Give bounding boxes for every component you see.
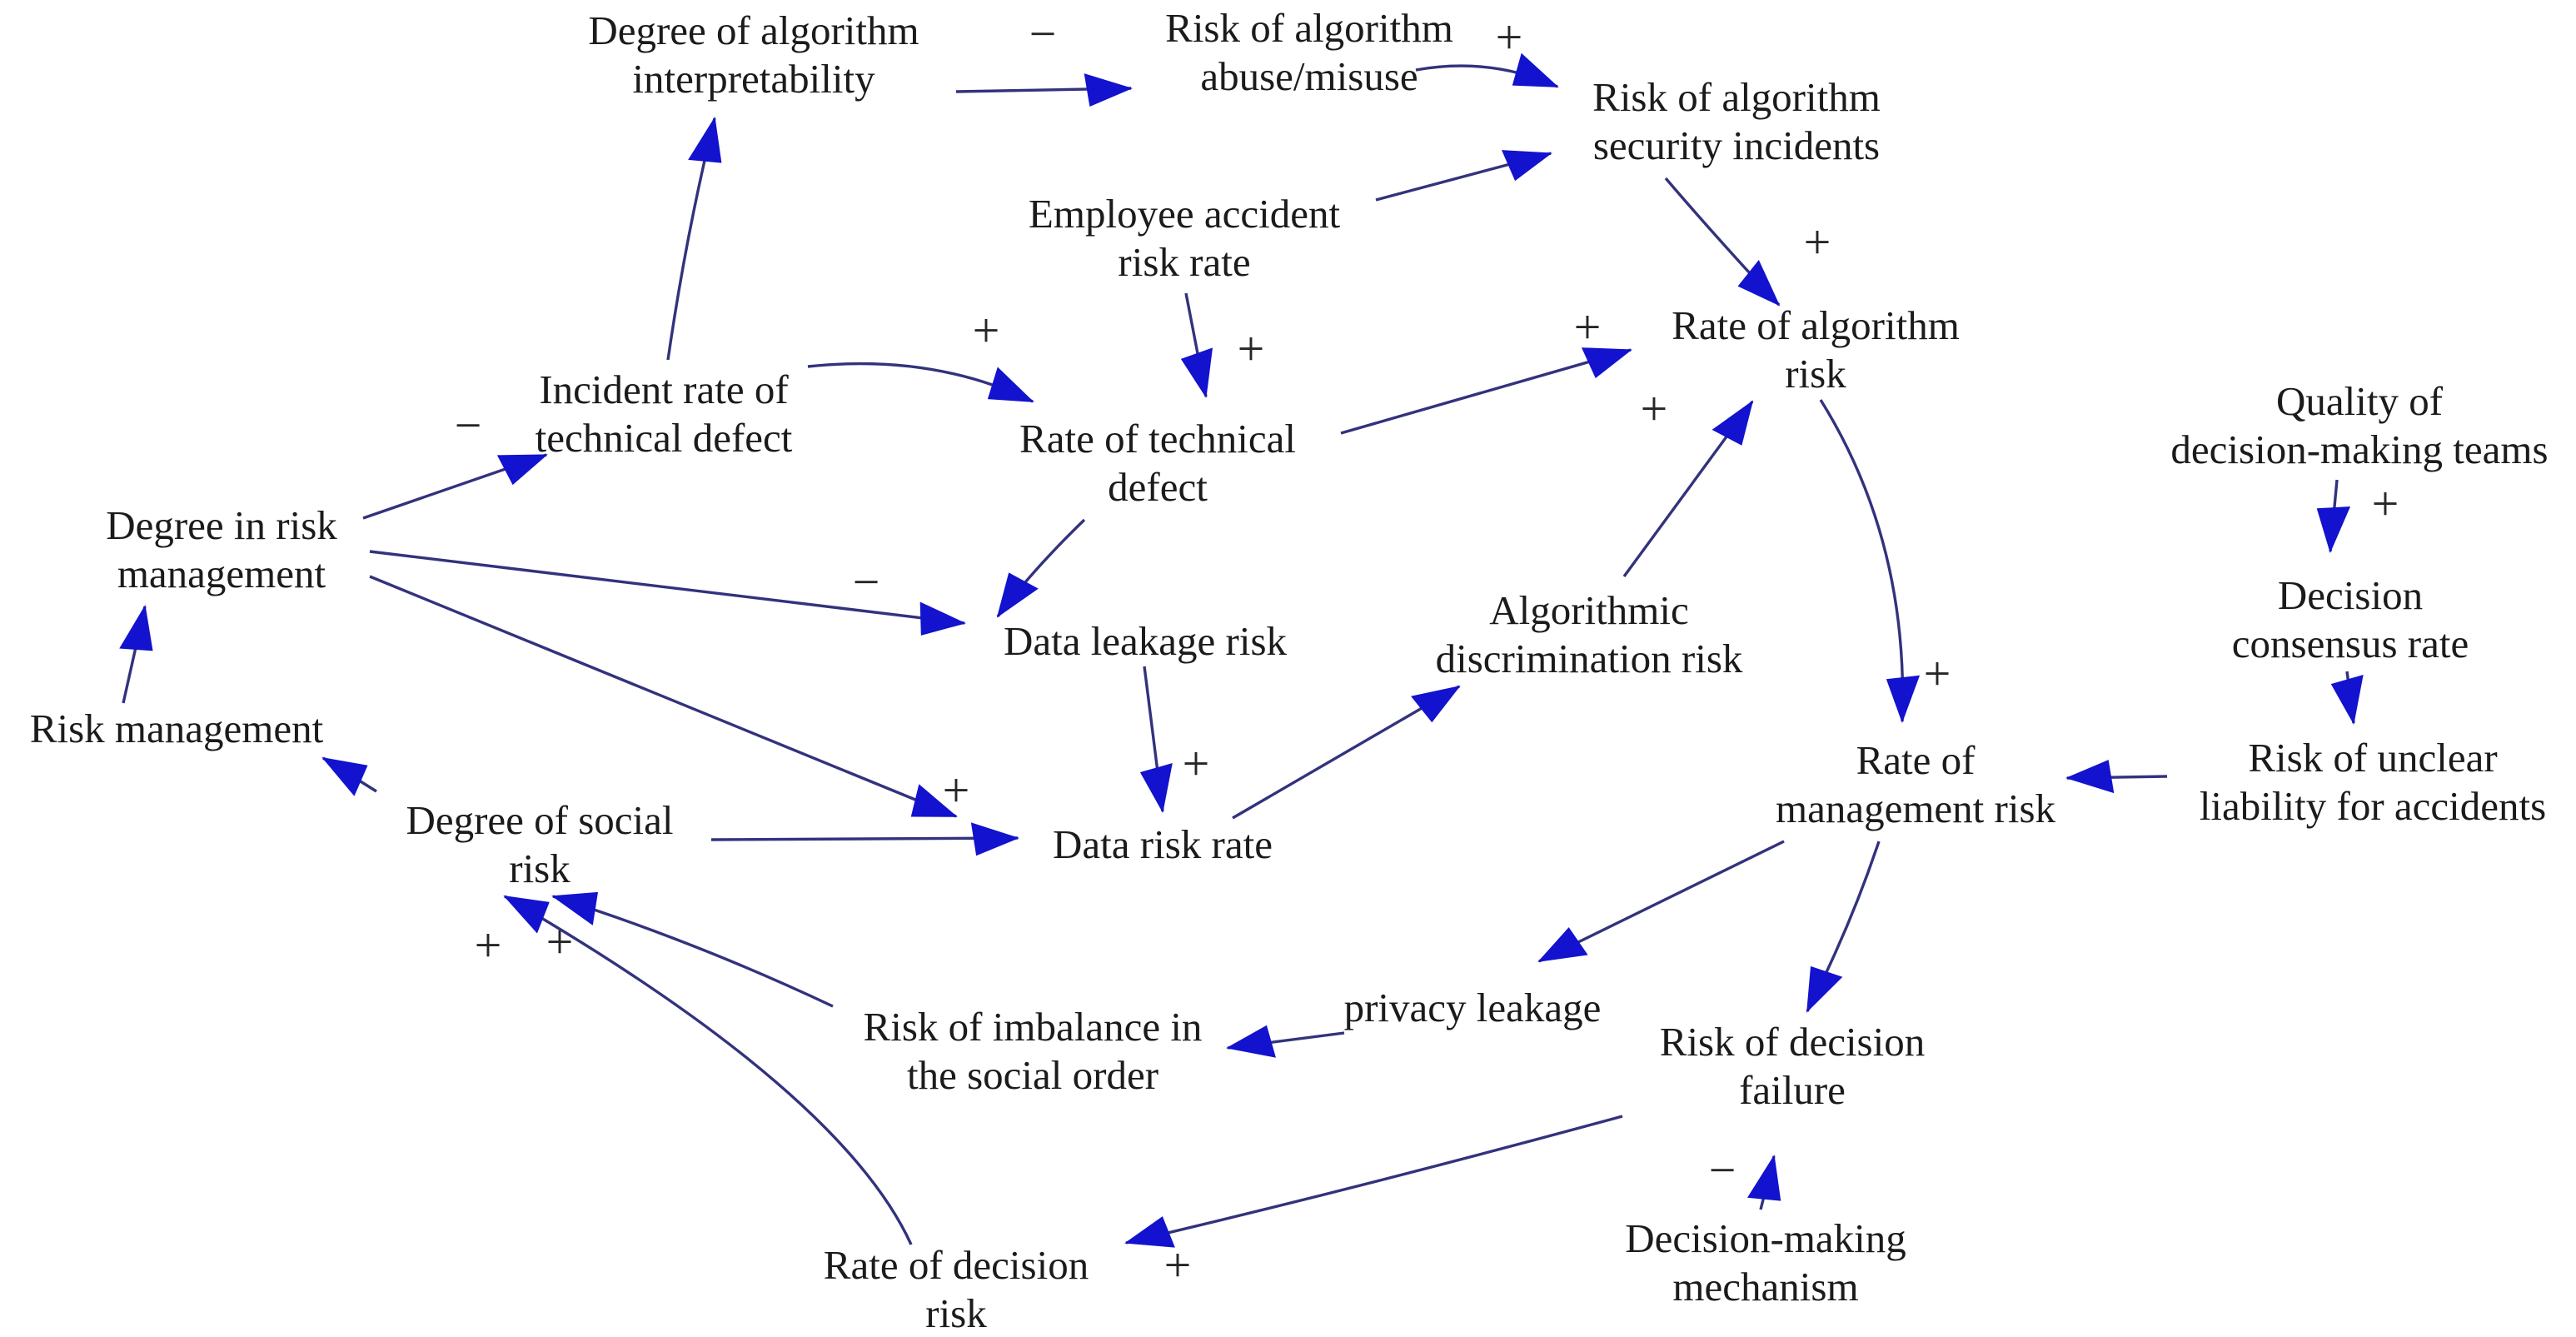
node-risk_mgmt: Risk management <box>29 706 324 751</box>
polarity-sign-decision_fail-to-rate_decision: + <box>1164 1238 1192 1292</box>
node-mechanism: Decision-making mechanism <box>1625 1215 1906 1310</box>
node-data_risk: Data risk rate <box>1053 821 1273 867</box>
node-abuse: Risk of algorithm abuse/misuse <box>1165 5 1453 99</box>
polarity-sign-abuse-to-security: + <box>1496 10 1523 64</box>
edge-rate_tech-to-data_leakage <box>996 518 1086 618</box>
edge-employee-to-rate_tech <box>1180 292 1213 398</box>
edge-privacy-to-imbalance <box>1226 1025 1345 1058</box>
node-rate_decision: Rate of decision risk <box>823 1242 1089 1336</box>
edge-abuse-to-security <box>1415 52 1559 88</box>
node-consensus: Decision consensus rate <box>2231 572 2469 666</box>
polarity-sign-incident-to-rate_tech: + <box>973 303 1000 357</box>
edge-data_leakage-to-data_risk <box>1139 666 1173 813</box>
polarity-sign-mechanism-to-decision_fail: − <box>1709 1143 1736 1197</box>
node-imbalance: Risk of imbalance in the social order <box>863 1004 1203 1098</box>
edge-risk_mgmt-to-degree_mgmt <box>119 605 153 704</box>
edge-imbalance-to-social <box>551 891 834 1008</box>
node-liability: Risk of unclear liability for accidents <box>2199 735 2547 829</box>
polarity-sign-algo_discrim-to-rate_algo: + <box>1641 382 1668 436</box>
polarity-sign-data_leakage-to-data_risk: + <box>1183 736 1210 791</box>
edge-employee-to-security <box>1375 150 1552 202</box>
polarity-sign-imbalance-to-social: + <box>546 915 574 969</box>
node-security: Risk of algorithm security incidents <box>1592 74 1881 168</box>
node-quality: Quality of decision-making teams <box>2170 378 2549 472</box>
edge-liability-to-rate_mgmt <box>2065 760 2168 794</box>
edge-incident-to-rate_tech <box>807 362 1034 403</box>
node-algo_discrim: Algorithmic discrimination risk <box>1435 587 1743 681</box>
node-decision_fail: Risk of decision failure <box>1659 1019 1926 1113</box>
node-incident: Incident rate of technical defect <box>535 367 793 461</box>
edge-rate_decision-to-social <box>503 895 913 1245</box>
node-social: Degree of social risk <box>406 797 674 891</box>
edge-rate_algo-to-rate_mgmt <box>1819 399 1921 723</box>
edge-decision_fail-to-rate_decision <box>1124 1115 1623 1248</box>
edge-degree_mgmt-to-incident <box>362 453 548 520</box>
edge-social-to-data_risk <box>710 822 1019 856</box>
polarity-signs-group: − + + + + + − − + + + + + + − + + <box>455 7 2399 1292</box>
polarity-sign-rate_decision-to-social: + <box>475 918 502 972</box>
edge-interpretability-to-abuse <box>955 73 1133 107</box>
edge-rate_mgmt-to-privacy <box>1537 840 1785 963</box>
polarity-sign-interpretability-to-abuse: − <box>1029 7 1057 61</box>
edge-security-to-rate_algo <box>1664 177 1781 307</box>
edge-degree_mgmt-to-data_leakage <box>369 550 966 636</box>
edge-consensus-to-liability <box>2330 671 2364 725</box>
edge-data_risk-to-algo_discrim <box>1232 685 1461 820</box>
polarity-sign-degree_mgmt-to-data_risk: + <box>943 763 970 817</box>
node-privacy: privacy leakage <box>1343 985 1602 1030</box>
edge-degree_mgmt-to-data_risk <box>369 575 958 818</box>
edge-rate_tech-to-rate_algo <box>1340 347 1632 435</box>
polarity-sign-employee-to-rate_tech: + <box>1238 322 1265 376</box>
node-rate_algo: Rate of algorithm risk <box>1672 302 1960 397</box>
edge-algo_discrim-to-rate_algo <box>1622 400 1754 578</box>
edge-rate_mgmt-to-decision_fail <box>1806 841 1881 1013</box>
edge-mechanism-to-decision_fail <box>1746 1155 1781 1210</box>
node-employee: Employee accident risk rate <box>1028 191 1341 285</box>
edge-incident-to-interpretability <box>666 117 722 361</box>
node-interpretability: Degree of algorithm interpretability <box>588 7 919 102</box>
edge-quality-to-consensus <box>2316 479 2351 553</box>
polarity-sign-rate_tech-to-rate_algo: + <box>1574 300 1602 354</box>
polarity-sign-security-to-rate_algo: + <box>1804 215 1831 269</box>
polarity-sign-degree_mgmt-to-data_leakage: − <box>853 555 880 609</box>
edges-group <box>119 52 2364 1248</box>
node-data_leakage: Data leakage risk <box>1003 618 1288 664</box>
polarity-sign-quality-to-consensus: + <box>2372 476 2399 531</box>
node-rate_mgmt: Rate of management risk <box>1775 737 2056 831</box>
edge-social-to-risk_mgmt <box>321 756 377 796</box>
polarity-sign-degree_mgmt-to-incident: − <box>455 398 482 452</box>
node-degree_mgmt: Degree in risk management <box>106 502 337 596</box>
polarity-sign-rate_algo-to-rate_mgmt: + <box>1924 646 1951 701</box>
node-rate_tech: Rate of technical defect <box>1019 416 1296 510</box>
